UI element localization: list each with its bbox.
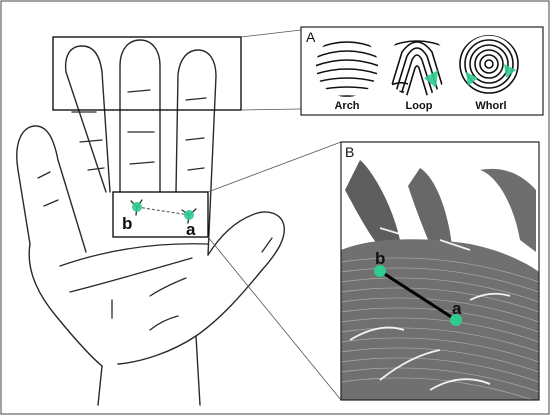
triradius-b-small [132, 202, 142, 212]
loop-triradius [424, 70, 438, 88]
panel-b: B b a [340, 141, 540, 401]
connector-b-top [207, 141, 342, 193]
triradius-b [374, 265, 386, 277]
point-a-label: a [452, 299, 462, 318]
point-b-label: b [375, 249, 385, 268]
fingertip-region-box [52, 36, 242, 111]
whorl-triradius-left [466, 72, 478, 86]
palm-region-box [112, 191, 209, 238]
panel-a: A Arch Loop [300, 26, 544, 116]
whorl-triradius-right [504, 64, 516, 78]
whorl-label: Whorl [475, 100, 506, 112]
loop-label: Loop [406, 100, 433, 112]
point-a-label-small: a [186, 220, 196, 239]
finger-creases [37, 89, 273, 253]
triradius-a [450, 314, 462, 326]
connector-a-bottom [240, 108, 302, 111]
ab-marker-small: b a [122, 199, 197, 239]
connector-a-top [240, 29, 302, 38]
point-b-label-small: b [122, 214, 132, 233]
palm-creases [59, 243, 209, 331]
hand-outline [16, 39, 285, 406]
triradius-a-small [184, 210, 194, 220]
arch-label: Arch [334, 100, 359, 112]
ab-ridge-count-line [379, 269, 457, 322]
panel-b-letter: B [345, 144, 354, 160]
panel-a-letter: A [306, 29, 316, 45]
connector-b-bottom [207, 236, 342, 401]
